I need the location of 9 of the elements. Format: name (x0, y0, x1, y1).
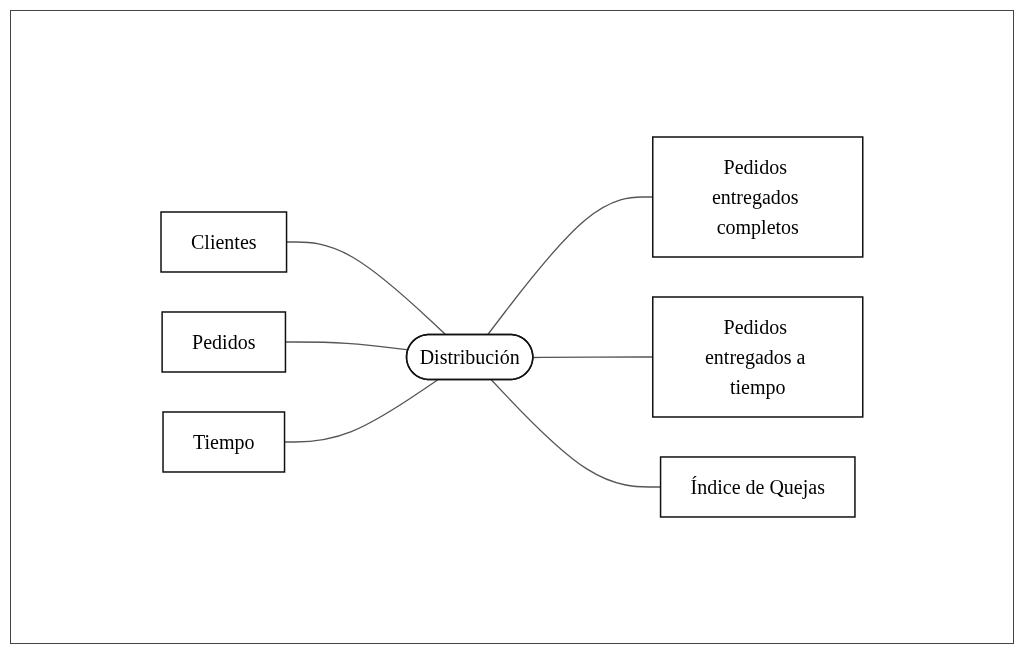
node-box (659, 456, 856, 518)
node-box (652, 136, 864, 258)
connector (286, 241, 447, 336)
node-box (652, 296, 864, 418)
connector (284, 379, 439, 443)
diagram-frame: Clientes Pedidos Tiempo Distribución Pedidos entregados completos Pedidos entregados a tiempo Índice de Quejas (10, 10, 1014, 644)
node-box (160, 211, 288, 273)
node-box (162, 411, 286, 473)
node-box (161, 311, 287, 373)
